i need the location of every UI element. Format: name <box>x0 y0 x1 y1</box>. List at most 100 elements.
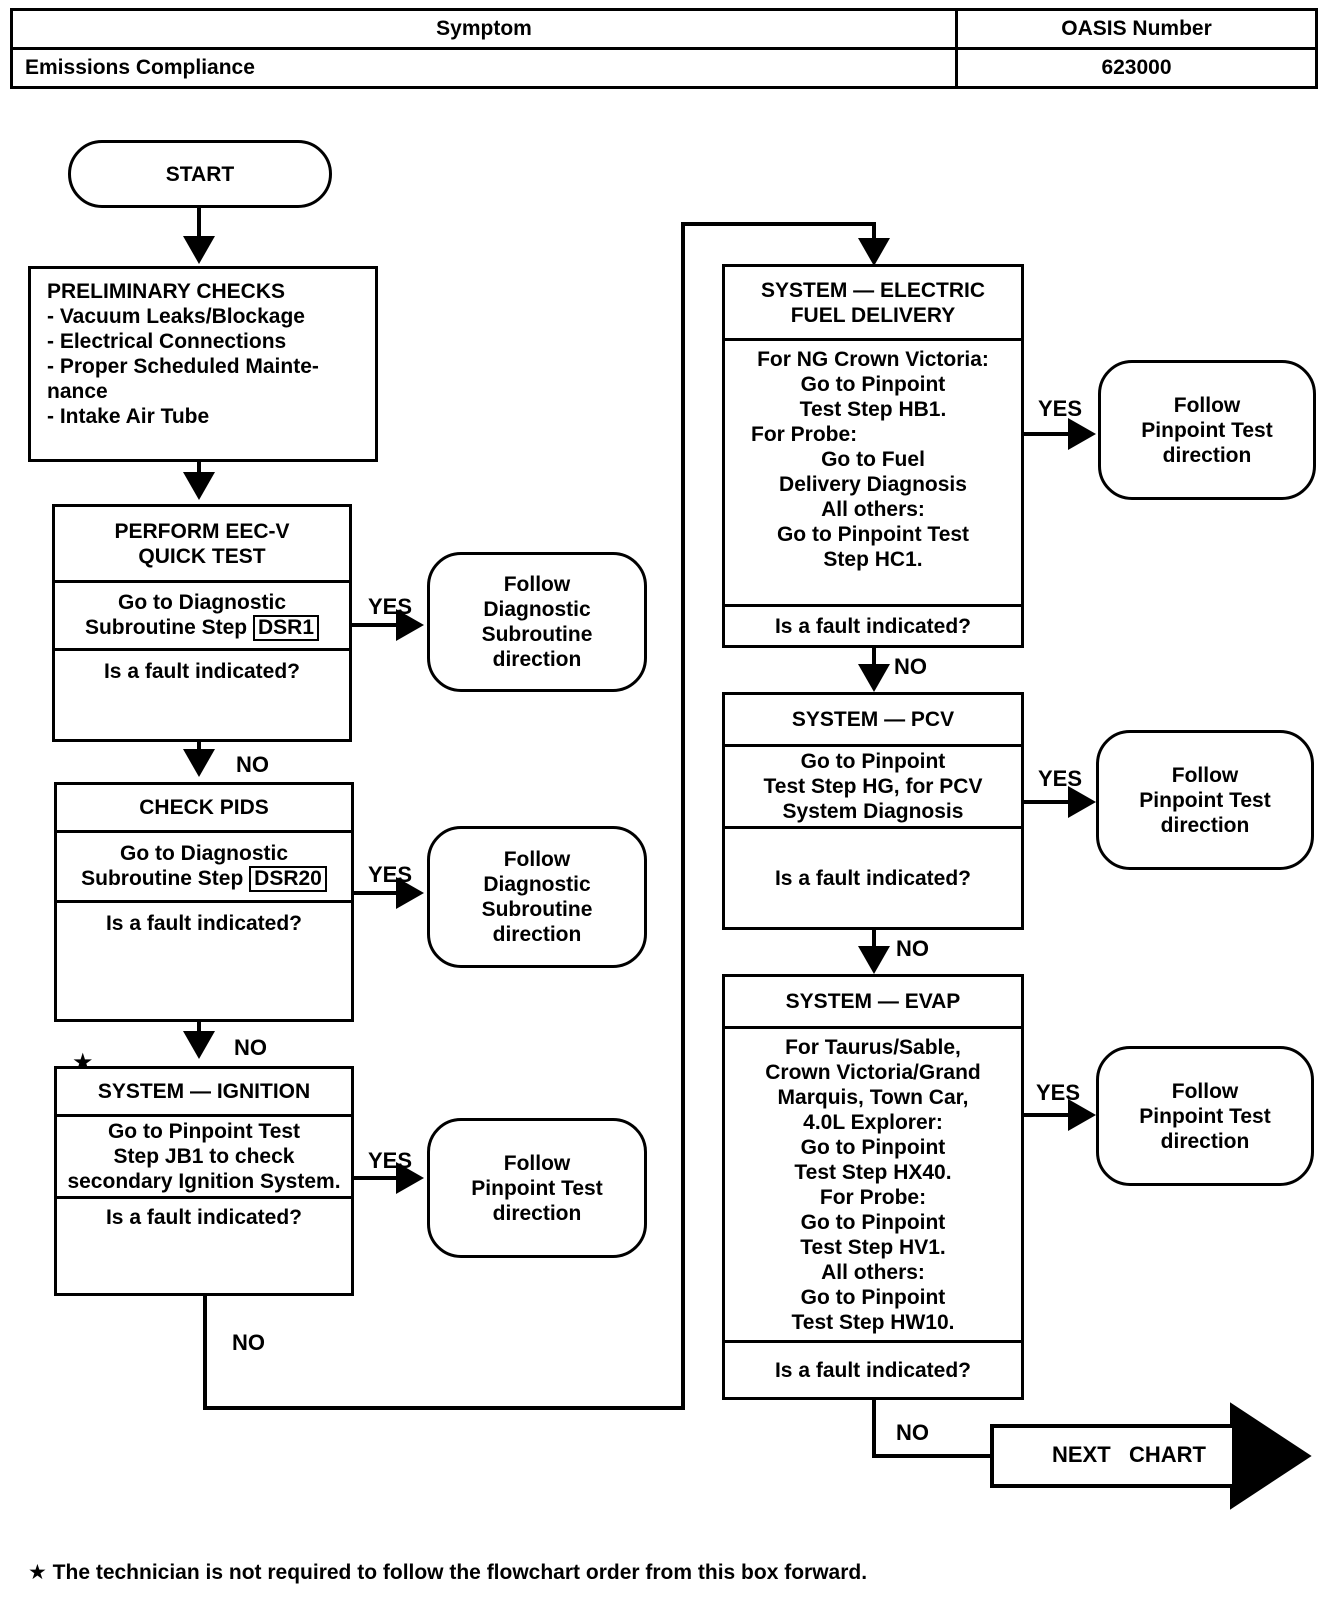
check-pids-yes-label: YES <box>368 862 413 887</box>
evap-line: Go to Pinpoint <box>800 1211 946 1234</box>
outcome-line: Follow <box>1171 1079 1239 1103</box>
header-oasis-value: 623000 <box>955 47 1318 89</box>
preliminary-item: - Intake Air Tube <box>47 405 210 428</box>
check-pids-body-section: Go to Diagnostic Subroutine Step DSR20 <box>57 833 351 903</box>
ignition-title-section: SYSTEM — IGNITION <box>57 1069 351 1117</box>
quick-test-box: PERFORM EEC-V QUICK TEST Go to Diagnosti… <box>52 504 352 742</box>
fuel-line: Go to Pinpoint <box>800 373 946 396</box>
header-table: Symptom OASIS Number Emissions Complianc… <box>10 8 1318 89</box>
start-label: START <box>165 162 235 186</box>
quick-test-yes-label: YES <box>368 594 413 619</box>
check-pids-body: Subroutine Step <box>81 867 244 890</box>
outcome-line: direction <box>1160 1129 1250 1153</box>
ignition-body: Go to Pinpoint Test <box>107 1120 301 1143</box>
ignition-yes-label: YES <box>368 1148 413 1173</box>
quick-test-outcome: Follow Diagnostic Subroutine direction <box>427 552 647 692</box>
ignition-body: Step JB1 to check <box>113 1145 295 1168</box>
outcome-line: Pinpoint Test <box>1139 788 1271 812</box>
fuel-yes-label: YES <box>1038 396 1083 421</box>
evap-no-label: NO <box>896 1420 929 1445</box>
evap-line: Go to Pinpoint <box>800 1136 946 1159</box>
fuel-title: FUEL DELIVERY <box>790 303 956 327</box>
pcv-yes-label: YES <box>1038 766 1083 791</box>
path-evap-no-to-next <box>872 1398 992 1458</box>
fuel-delivery-box: SYSTEM — ELECTRIC FUEL DELIVERY For NG C… <box>722 264 1024 648</box>
preliminary-item: nance <box>47 380 108 403</box>
quick-test-body: Go to Diagnostic <box>118 591 286 614</box>
outcome-line: direction <box>1160 813 1250 837</box>
check-pids-outcome: Follow Diagnostic Subroutine direction <box>427 826 647 968</box>
outcome-line: Diagnostic <box>483 598 591 621</box>
evap-body-section: For Taurus/Sable, Crown Victoria/Grand M… <box>725 1029 1021 1343</box>
next-chart-arrowhead <box>1232 1406 1308 1506</box>
fuel-line: Test Step HB1. <box>799 398 947 421</box>
evap-title: SYSTEM — EVAP <box>785 990 961 1013</box>
outcome-line: Follow <box>503 1151 571 1175</box>
fuel-question-section: Is a fault indicated? <box>725 607 1021 645</box>
ignition-question-section: Is a fault indicated? <box>57 1199 351 1293</box>
preliminary-title: PRELIMINARY CHECKS <box>47 280 286 303</box>
ignition-body: secondary Ignition System. <box>67 1170 341 1193</box>
evap-line: Test Step HV1. <box>800 1236 946 1259</box>
fuel-line: Go to Fuel <box>821 448 925 471</box>
outcome-line: Pinpoint Test <box>1139 1104 1271 1128</box>
fuel-title-section: SYSTEM — ELECTRIC FUEL DELIVERY <box>725 267 1021 341</box>
ignition-title: SYSTEM — IGNITION <box>97 1080 311 1103</box>
fuel-line: Go to Pinpoint Test <box>776 523 970 546</box>
header-symptom-value: Emissions Compliance <box>10 47 958 89</box>
footnote: ★ The technician is not required to foll… <box>28 1561 868 1584</box>
quick-test-question: Is a fault indicated? <box>103 660 301 683</box>
preliminary-checks-box: PRELIMINARY CHECKS - Vacuum Leaks/Blocka… <box>28 266 378 462</box>
pcv-question-section: Is a fault indicated? <box>725 829 1021 927</box>
outcome-line: Diagnostic <box>483 873 591 896</box>
evap-yes-label: YES <box>1036 1080 1081 1105</box>
dsr20-tag: DSR20 <box>249 866 327 892</box>
ignition-question: Is a fault indicated? <box>105 1206 303 1229</box>
fuel-outcome: Follow Pinpoint Test direction <box>1098 360 1316 500</box>
pcv-outcome: Follow Pinpoint Test direction <box>1096 730 1314 870</box>
evap-line: All others: <box>821 1261 925 1284</box>
quick-test-body: Subroutine Step <box>84 616 248 639</box>
ignition-no-label: NO <box>232 1330 265 1355</box>
evap-title-section: SYSTEM — EVAP <box>725 977 1021 1029</box>
outcome-line: direction <box>492 923 582 946</box>
fuel-body-section: For NG Crown Victoria: Go to Pinpoint Te… <box>725 341 1021 607</box>
outcome-line: direction <box>492 1201 582 1225</box>
pcv-title: SYSTEM — PCV <box>791 708 955 731</box>
quick-test-title: PERFORM EEC-V <box>114 519 290 543</box>
preliminary-item: - Vacuum Leaks/Blockage <box>47 305 305 328</box>
evap-line: Go to Pinpoint <box>800 1286 946 1309</box>
preliminary-item: - Electrical Connections <box>47 330 287 353</box>
header-col-symptom: Symptom <box>10 8 958 50</box>
fuel-question: Is a fault indicated? <box>774 614 972 638</box>
pcv-box: SYSTEM — PCV Go to Pinpoint Test Step HG… <box>722 692 1024 930</box>
evap-line: Test Step HW10. <box>791 1311 955 1334</box>
check-pids-box: CHECK PIDS Go to Diagnostic Subroutine S… <box>54 782 354 1022</box>
quick-test-question-section: Is a fault indicated? <box>55 651 349 739</box>
ignition-outcome: Follow Pinpoint Test direction <box>427 1118 647 1258</box>
check-pids-no-label: NO <box>234 1035 267 1060</box>
pcv-body: Go to Pinpoint <box>800 750 946 773</box>
fuel-line: For NG Crown Victoria: <box>757 348 989 371</box>
ignition-box: SYSTEM — IGNITION Go to Pinpoint Test St… <box>54 1066 354 1296</box>
fuel-line: For Probe: <box>751 423 858 446</box>
outcome-line: direction <box>1162 443 1252 467</box>
header-col-oasis: OASIS Number <box>955 8 1318 50</box>
fuel-title: SYSTEM — ELECTRIC <box>760 278 986 302</box>
evap-box: SYSTEM — EVAP For Taurus/Sable, Crown Vi… <box>722 974 1024 1400</box>
outcome-line: Follow <box>503 573 571 596</box>
outcome-line: Pinpoint Test <box>1141 418 1273 442</box>
quick-test-title-section: PERFORM EEC-V QUICK TEST <box>55 507 349 583</box>
next-chart-label[interactable]: NEXT CHART <box>1052 1442 1206 1467</box>
pcv-body: System Diagnosis <box>782 800 964 823</box>
evap-line: Test Step HX40. <box>794 1161 952 1184</box>
path-ignition-no-to-fuel <box>203 222 890 1410</box>
evap-question: Is a fault indicated? <box>774 1358 972 1382</box>
pcv-body: Test Step HG, for PCV <box>763 775 983 798</box>
outcome-line: direction <box>492 648 582 671</box>
evap-line: 4.0L Explorer: <box>803 1111 943 1134</box>
outcome-line: Follow <box>1171 763 1239 787</box>
check-pids-title-section: CHECK PIDS <box>57 785 351 833</box>
fuel-line: Delivery Diagnosis <box>779 473 967 496</box>
